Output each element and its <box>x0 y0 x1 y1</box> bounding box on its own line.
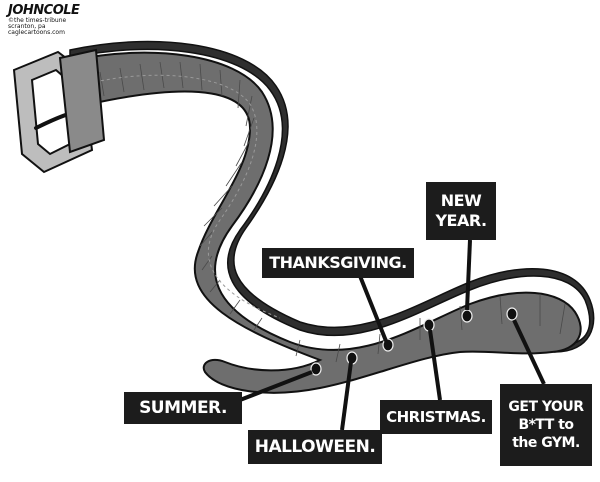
pointer-thanksgiving <box>358 275 388 342</box>
label-gym-line-3: the GYM. <box>512 435 580 451</box>
label-summer-text: SUMMER. <box>139 397 227 418</box>
belt-strap <box>72 51 582 394</box>
hole-thanksgiving <box>382 338 394 352</box>
label-halloween: HALLOWEEN. <box>248 430 382 464</box>
label-halloween-text: HALLOWEEN. <box>254 436 376 457</box>
artist-name: JOHNCOLE <box>8 3 80 18</box>
label-thanksgiving: THANKSGIVING. <box>262 248 414 278</box>
artist-signature: JOHNCOLE ©THE TIMES-TRIBUNE SCRANTON, PA… <box>8 4 94 37</box>
label-gym-line-1: GET YOUR <box>508 399 584 415</box>
label-new-year-line-1: NEW <box>440 191 482 210</box>
pointer-lines <box>239 239 546 431</box>
pointer-new-year <box>465 239 472 311</box>
belt-loop-keeper <box>58 48 106 154</box>
belt-hatching <box>99 61 566 363</box>
label-new-year-line-2: YEAR. <box>435 211 487 230</box>
pointer-christmas <box>428 329 442 401</box>
belt-stitch-line <box>94 74 281 319</box>
belt-buckle <box>12 48 106 174</box>
hole-new-year <box>461 309 473 323</box>
hole-christmas <box>423 318 435 332</box>
label-thanksgiving-text: THANKSGIVING. <box>269 253 407 272</box>
label-gym-line-2: B*TT to <box>518 417 574 433</box>
belt <box>69 40 595 394</box>
hole-gym <box>506 307 518 321</box>
pointer-gym <box>512 319 546 385</box>
belt-holes <box>310 307 518 376</box>
hole-summer <box>310 362 322 376</box>
credit-line-1: ©THE TIMES-TRIBUNE <box>8 16 67 24</box>
label-christmas: CHRISTMAS. <box>380 400 492 434</box>
label-christmas-text: CHRISTMAS. <box>386 407 486 426</box>
label-summer: SUMMER. <box>124 392 242 424</box>
pointer-summer <box>239 370 313 402</box>
pointer-halloween <box>340 361 353 431</box>
label-gym: GET YOUR B*TT to the GYM. <box>500 384 592 466</box>
label-new-year: NEW YEAR. <box>426 182 496 240</box>
credit-line-3: CAGLECARTOONS.COM <box>8 29 65 37</box>
credit-line-2: SCRANTON, PA <box>8 22 46 30</box>
